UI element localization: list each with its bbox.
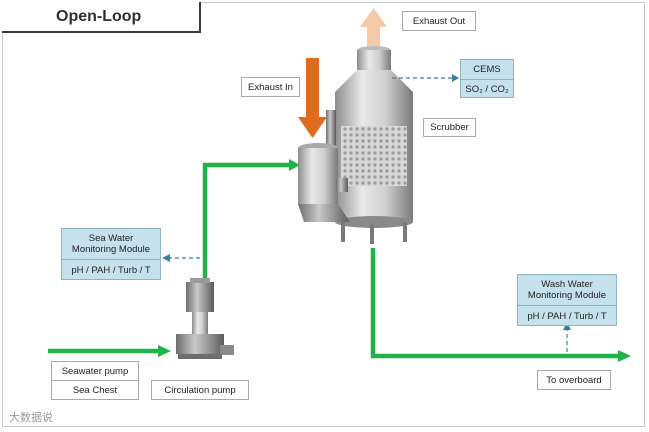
sea-water-module-name-line2: Monitoring Module bbox=[71, 244, 151, 255]
seawater-supply-pipe bbox=[202, 162, 290, 290]
sea-chest-label: Sea Chest bbox=[51, 380, 139, 400]
sea-water-module-name-line1: Sea Water bbox=[88, 233, 134, 244]
wash-water-module-params: pH / PAH / Turb / T bbox=[527, 310, 607, 322]
wash-water-module-name-line1: Wash Water bbox=[541, 279, 593, 290]
exhaust-inlet-duct bbox=[298, 143, 350, 222]
discharge-pipe bbox=[370, 248, 620, 359]
sea-water-link-arrow bbox=[162, 254, 170, 262]
circulation-pump-label: Circulation pump bbox=[151, 380, 249, 400]
exhaust-out-arrow bbox=[360, 8, 387, 46]
exhaust-out-label: Exhaust Out bbox=[402, 11, 476, 31]
to-overboard-label: To overboard bbox=[537, 370, 611, 390]
wash-water-module-name-line2: Monitoring Module bbox=[527, 290, 607, 301]
circulation-pump bbox=[176, 278, 234, 359]
sea-water-module-params: pH / PAH / Turb / T bbox=[71, 264, 151, 276]
wash-water-monitoring-module: Wash Water Monitoring Module pH / PAH / … bbox=[517, 274, 617, 326]
sea-chest-arrowhead bbox=[158, 345, 171, 357]
watermark: 大数据说 bbox=[9, 411, 53, 424]
cems-link-arrow bbox=[452, 74, 459, 82]
cems-module-name: CEMS bbox=[461, 60, 513, 80]
monitoring-links bbox=[168, 77, 568, 355]
seawater-pump-label: Seawater pump bbox=[51, 361, 139, 381]
exhaust-in-label: Exhaust In bbox=[241, 77, 300, 97]
wash-water-link-arrow bbox=[563, 322, 571, 330]
diagram-title: Open-Loop bbox=[56, 8, 142, 25]
cems-module-params: SO₂ / CO₂ bbox=[465, 84, 509, 95]
title-tab: Open-Loop bbox=[2, 2, 201, 33]
supply-arrowhead bbox=[289, 159, 300, 171]
sea-water-monitoring-module: Sea Water Monitoring Module pH / PAH / T… bbox=[61, 228, 161, 280]
cems-module: CEMS SO₂ / CO₂ bbox=[460, 59, 514, 98]
scrubber-label: Scrubber bbox=[423, 118, 476, 137]
exhaust-in-arrow bbox=[298, 58, 327, 138]
diagram-frame bbox=[2, 2, 645, 427]
overboard-arrowhead bbox=[618, 350, 631, 362]
